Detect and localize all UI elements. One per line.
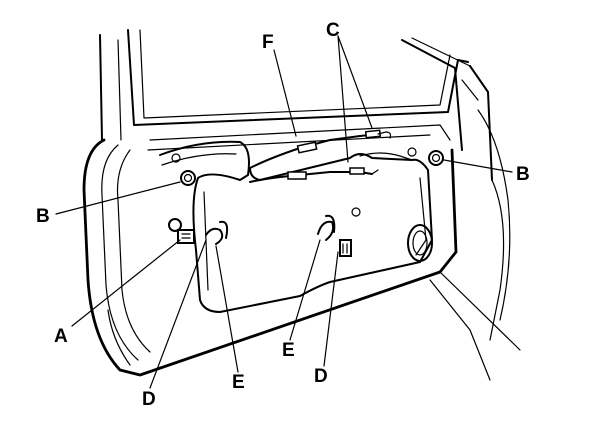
grommet-left (180, 170, 196, 186)
speaker-opening (407, 224, 433, 262)
grommet-right (428, 150, 444, 166)
trim-plug (168, 218, 182, 232)
door-trim-panel (159, 140, 433, 313)
wire-clip-right (317, 214, 336, 241)
label-e-right: E (282, 340, 295, 361)
inner-handle-cable-lower (249, 167, 379, 183)
lock-rod-cable (359, 152, 413, 161)
wire-clip-left (205, 220, 229, 245)
connector-d (339, 239, 352, 257)
label-c: C (326, 20, 340, 41)
label-a: A (54, 326, 68, 347)
leader-lines (55, 35, 513, 389)
label-b-right: B (516, 164, 530, 185)
label-e-left: E (232, 372, 245, 393)
label-d-right: D (314, 366, 328, 387)
door-frame (82, 29, 521, 381)
inner-handle-cable-upper (249, 129, 392, 169)
label-f: F (262, 32, 274, 53)
label-b-left: B (36, 206, 50, 227)
label-d-left: D (142, 389, 156, 410)
connector-a (177, 229, 195, 244)
